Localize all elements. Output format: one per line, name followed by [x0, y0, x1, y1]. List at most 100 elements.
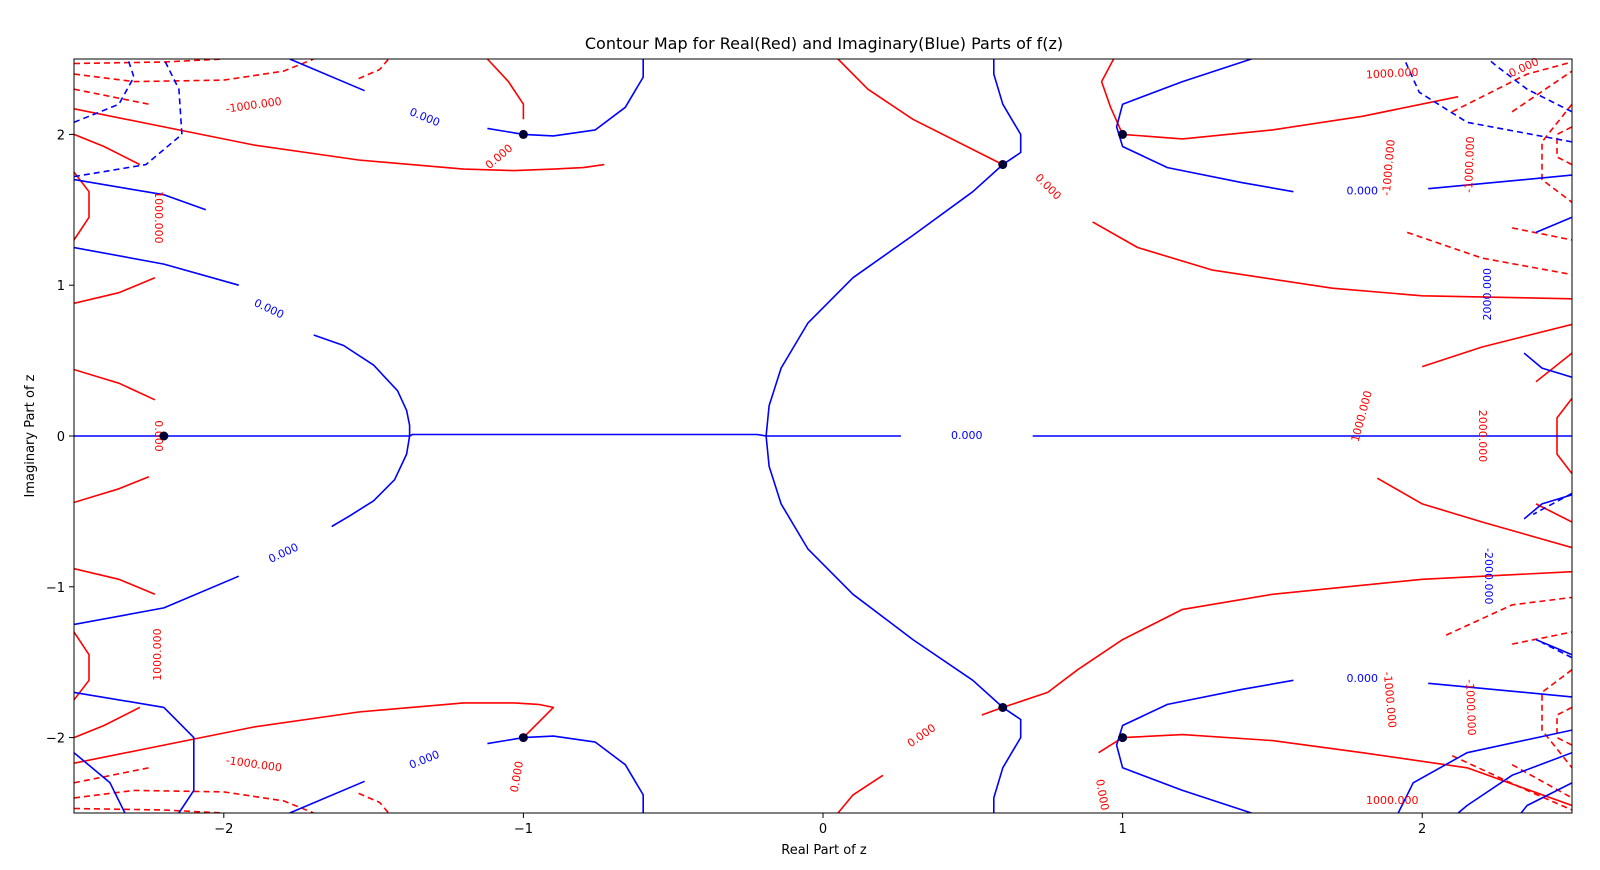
imaginary-part-contour-line	[1115, 679, 1294, 813]
contour-value-label: 0.000	[152, 420, 165, 452]
contour-value-label: 1000.000	[1366, 794, 1419, 807]
imaginary-part-contour-line	[74, 752, 126, 813]
imaginary-part-contour-line	[74, 575, 240, 626]
x-tick-label: 1	[1118, 822, 1126, 837]
contour-value-label: 1000.000	[152, 191, 165, 244]
real-part-contour-line	[837, 59, 1004, 166]
real-part-contour-line	[74, 59, 314, 83]
critical-points	[159, 129, 1128, 743]
real-part-contour-line	[1511, 227, 1572, 241]
contour-value-label: -1000.000	[1462, 136, 1477, 193]
contour-value-label: 0.000	[407, 748, 441, 772]
real-part-contour-line	[1511, 631, 1572, 645]
contour-value-label: 0.000	[951, 429, 983, 442]
real-part-contour-line	[1092, 221, 1572, 300]
real-part-contour-line	[74, 706, 141, 739]
critical-point-marker	[998, 702, 1008, 712]
real-part-contour-line	[1451, 754, 1572, 811]
imaginary-part-contour-line	[1535, 216, 1572, 234]
critical-point-marker	[518, 733, 528, 743]
imaginary-part-contour-line	[1520, 782, 1572, 813]
y-tick-label: −2	[46, 732, 65, 747]
contour-value-label: 0.000	[266, 541, 300, 566]
real-part-contour-line	[358, 59, 390, 80]
imaginary-part-contour-line	[1532, 492, 1572, 516]
imaginary-part-contour-line	[1403, 59, 1572, 143]
real-part-contour-line	[74, 631, 90, 701]
chart-title: Contour Map for Real(Red) and Imaginary(…	[585, 34, 1063, 53]
contour-value-label: 1000.000	[1349, 389, 1375, 443]
real-part-contour-line	[74, 807, 224, 813]
contour-value-label: 0.000	[252, 296, 286, 321]
real-part-contour-line	[74, 567, 156, 596]
imaginary-part-contour-line	[74, 246, 240, 286]
critical-point-marker	[1118, 129, 1128, 139]
x-axis-label: Real Part of z	[781, 843, 867, 858]
imaginary-part-contour-line	[1487, 59, 1572, 113]
real-part-contour-line	[1421, 323, 1572, 368]
real-part-contour-line	[1535, 352, 1572, 383]
critical-point-marker	[518, 129, 528, 139]
real-part-contour-line	[1406, 231, 1572, 276]
imaginary-part-contours	[74, 59, 1572, 813]
real-part-contour-line	[74, 702, 555, 764]
imaginary-part-contour-line	[1397, 729, 1572, 813]
imaginary-part-contour-line	[74, 433, 901, 437]
real-part-contour-line	[1511, 764, 1572, 799]
x-tick-label: 0	[819, 822, 827, 837]
real-part-contour-line	[74, 171, 90, 241]
real-part-contour-line	[1541, 103, 1572, 203]
imaginary-part-contour-line	[331, 435, 411, 528]
real-part-contour-line	[74, 789, 314, 813]
real-part-contour-line	[1376, 477, 1572, 549]
y-tick-label: 0	[57, 430, 65, 445]
contour-value-label: 0.000	[508, 760, 526, 793]
real-part-contour-line	[74, 108, 605, 172]
imaginary-part-contour-line	[1428, 682, 1572, 698]
critical-point-marker	[998, 160, 1008, 170]
real-part-contour-line	[74, 767, 150, 784]
real-part-contours	[74, 59, 1572, 813]
real-part-contour-line	[74, 368, 156, 401]
contour-value-label: 0.000	[905, 721, 938, 750]
imaginary-part-contour-line	[289, 59, 365, 92]
contour-value-label: 2000.000	[1476, 410, 1489, 463]
imaginary-part-contour-line	[1428, 174, 1572, 190]
y-axis-label: Imaginary Part of z	[23, 374, 38, 497]
imaginary-part-contour-line	[1457, 751, 1572, 813]
real-part-contour-line	[1002, 570, 1572, 709]
imaginary-part-contour-line	[74, 178, 207, 211]
imaginary-part-contour-line	[74, 691, 195, 813]
contour-value-label: 0.000	[1032, 171, 1063, 202]
real-part-contour-line	[74, 88, 150, 105]
imaginary-part-contour-line	[1535, 638, 1572, 656]
real-part-contour-line	[1556, 126, 1572, 166]
y-tick-label: 1	[57, 279, 65, 294]
contour-value-label: 2000.000	[1481, 268, 1494, 321]
real-part-contour-line	[1535, 503, 1572, 523]
contour-value-label: 1000.000	[1366, 66, 1419, 82]
imaginary-part-contour-line	[1523, 494, 1572, 520]
real-part-contour-line	[358, 792, 390, 813]
imaginary-part-contour-line	[1523, 352, 1572, 378]
y-tick-label: 2	[57, 128, 65, 143]
contour-value-label: 0.000	[1347, 672, 1379, 685]
x-tick-label: −1	[514, 822, 533, 837]
imaginary-part-contour-line	[289, 780, 365, 813]
contour-value-label: 0.000	[1093, 778, 1111, 811]
real-part-contour-line	[1511, 70, 1572, 113]
contour-value-label: 1000.000	[151, 628, 164, 681]
real-part-contour-line	[74, 276, 156, 305]
real-part-contour-line	[74, 475, 150, 504]
real-part-contour-line	[74, 133, 141, 166]
imaginary-part-contour-line	[74, 59, 135, 124]
imaginary-part-contour-line	[1115, 59, 1294, 193]
real-part-contour-line	[1451, 61, 1572, 113]
real-part-contour-line	[1556, 706, 1572, 746]
imaginary-part-contour-line	[765, 59, 1022, 437]
critical-point-marker	[159, 431, 169, 441]
imaginary-part-contour-line	[765, 435, 1022, 813]
